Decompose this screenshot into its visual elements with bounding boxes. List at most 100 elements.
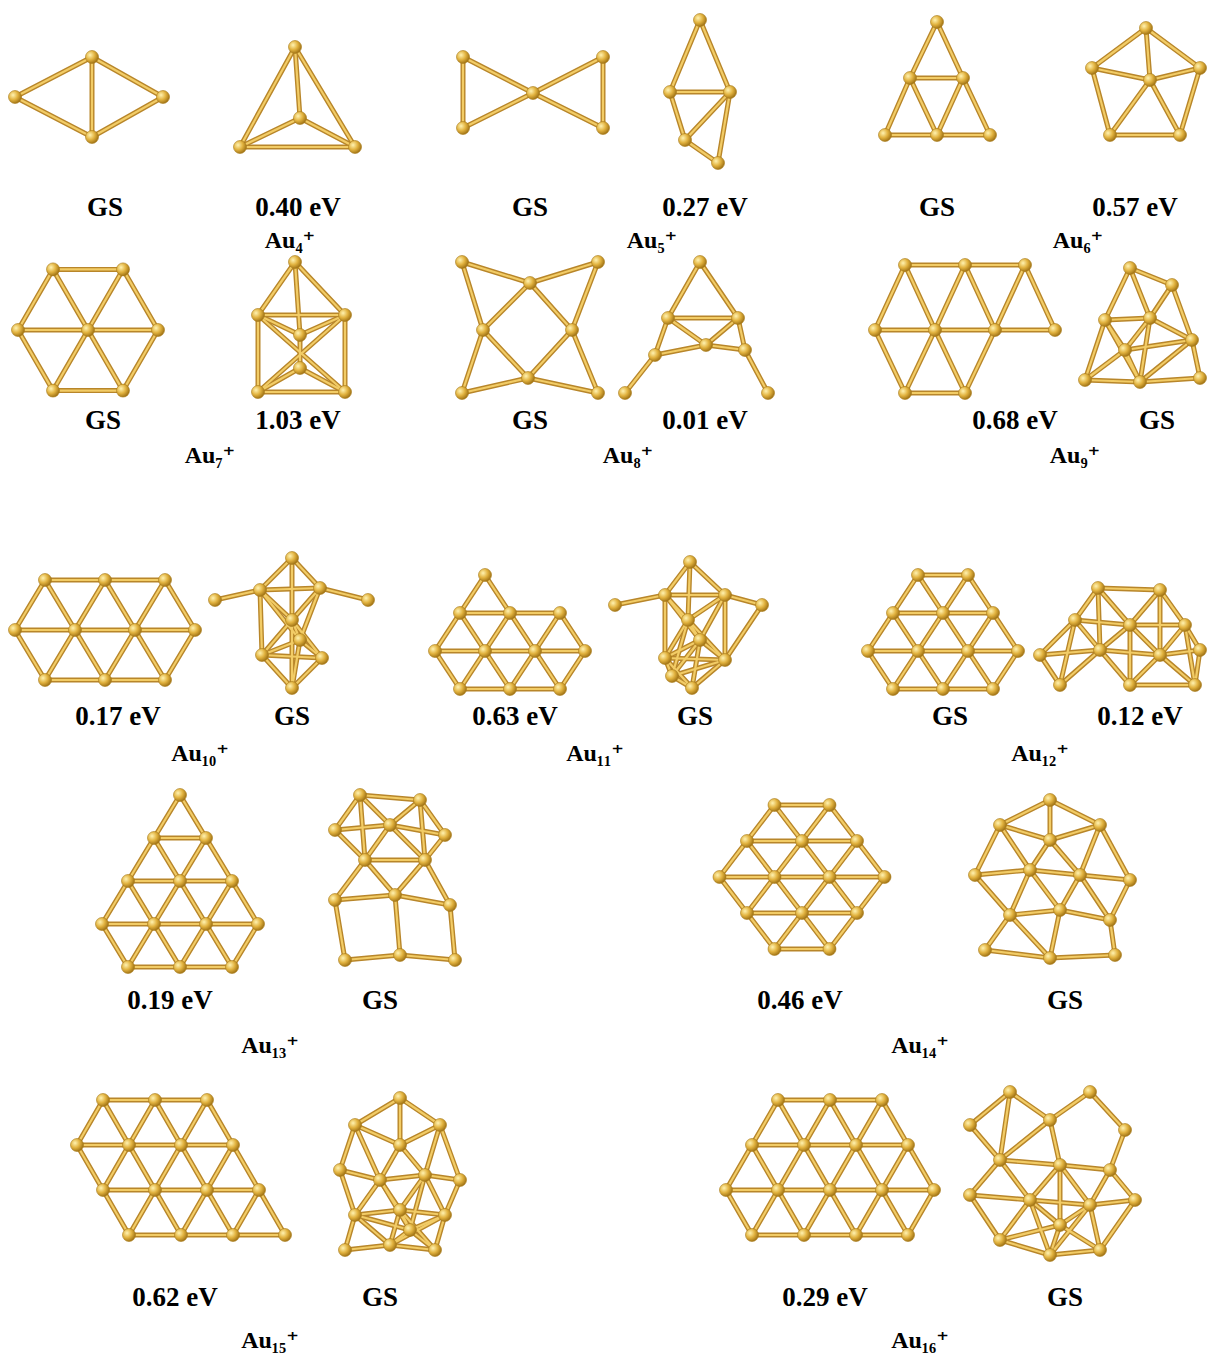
bond-stick (1105, 268, 1130, 320)
bond-highlight (1030, 1200, 1090, 1205)
bond-highlight (1092, 68, 1110, 135)
bond-highlight (340, 1125, 355, 1170)
bond-highlight (180, 880, 232, 882)
bond-highlight (1030, 870, 1060, 910)
cluster-structure (456, 256, 605, 400)
bond-highlight (1146, 28, 1150, 80)
bond-stick (625, 355, 655, 393)
gold-atom (964, 1189, 977, 1202)
bond-highlight (207, 1190, 233, 1235)
bond-stick (535, 613, 560, 651)
bond-stick (460, 687, 510, 692)
bond-stick (155, 1188, 207, 1193)
bond-stick (258, 315, 345, 392)
bond-highlight (775, 948, 830, 950)
bond-stick (830, 1190, 856, 1235)
bond-highlight (435, 651, 460, 689)
gold-atom (339, 954, 352, 967)
gold-atom (148, 918, 161, 931)
cluster-structure (1079, 262, 1207, 389)
bond-highlight (154, 795, 180, 838)
bond-highlight (775, 876, 830, 878)
bond-stick (53, 267, 123, 272)
bond-highlight (1040, 620, 1075, 655)
bond-highlight (968, 650, 1018, 652)
bond-highlight (53, 390, 123, 392)
bond-highlight (725, 605, 762, 660)
bond-stick (804, 1233, 856, 1238)
gold-atom (504, 683, 517, 696)
gold-atom (796, 835, 809, 848)
bond-stick (615, 595, 665, 605)
bond-stick (103, 1100, 129, 1145)
cluster-name: Au₄⁺ (265, 228, 316, 252)
bond-highlight (155, 1100, 181, 1145)
gold-atom (597, 122, 610, 135)
bond-stick (510, 687, 560, 692)
bond-highlight (905, 265, 935, 330)
gold-atom (964, 1119, 977, 1132)
gold-atom (148, 832, 161, 845)
bond-stick (129, 1100, 155, 1145)
gold-atom (159, 574, 172, 587)
bond-stick (483, 330, 528, 378)
bond-highlight (180, 924, 206, 967)
bond-highlight (970, 1195, 1030, 1200)
bond-highlight (240, 146, 355, 148)
bond-highlight (88, 269, 123, 330)
bond-stick (1130, 683, 1195, 688)
bond-stick (462, 262, 483, 330)
bond-stick (882, 1188, 934, 1193)
bond-stick (830, 1098, 882, 1103)
bond-stick (105, 578, 165, 583)
bond-highlight (165, 580, 195, 630)
gold-atom (527, 87, 540, 100)
gold-atom (851, 835, 864, 848)
bond-stick (1098, 588, 1100, 650)
bond-highlight (802, 912, 857, 914)
bond-highlight (1010, 915, 1050, 958)
bond-highlight (355, 1215, 410, 1230)
bond-highlight (102, 923, 154, 925)
bond-stick (102, 881, 128, 924)
gold-atom (1124, 619, 1137, 632)
bond-highlight (1085, 320, 1105, 380)
bond-stick (92, 57, 163, 97)
bond-highlight (105, 630, 135, 680)
cluster-structure (720, 1094, 941, 1242)
gold-atom (129, 624, 142, 637)
bond-stick (206, 924, 232, 967)
bond-stick (129, 1190, 155, 1235)
bond-stick (103, 1190, 129, 1235)
bond-highlight (510, 612, 560, 614)
bond-highlight (462, 262, 530, 283)
bond-stick (355, 1098, 400, 1125)
bond-stick (535, 649, 585, 654)
bond-stick (670, 92, 685, 140)
bond-highlight (206, 924, 232, 967)
bond-stick (75, 630, 105, 680)
bond-highlight (856, 1190, 882, 1235)
bond-highlight (1130, 624, 1185, 626)
bond-stick (775, 803, 830, 808)
energy-label: 0.29 eV (782, 1284, 867, 1311)
bond-highlight (463, 93, 533, 128)
bond-stick (256, 315, 261, 392)
gold-atom (117, 263, 130, 276)
gold-atom (439, 1209, 452, 1222)
bond-highlight (1150, 318, 1192, 340)
bond-stick (485, 651, 510, 689)
gold-atom (524, 277, 537, 290)
bond-highlight (1050, 1092, 1090, 1120)
bond-highlight (1159, 590, 1161, 655)
gold-atom (609, 599, 622, 612)
bond-highlight (726, 1190, 752, 1235)
bond-highlight (75, 580, 105, 630)
bond-stick (533, 93, 603, 128)
gold-atom (96, 918, 109, 931)
bond-highlight (1146, 28, 1200, 68)
bond-stick (752, 1100, 778, 1145)
bond-stick (180, 965, 232, 970)
bond-highlight (258, 262, 295, 315)
bond-highlight (206, 881, 232, 924)
